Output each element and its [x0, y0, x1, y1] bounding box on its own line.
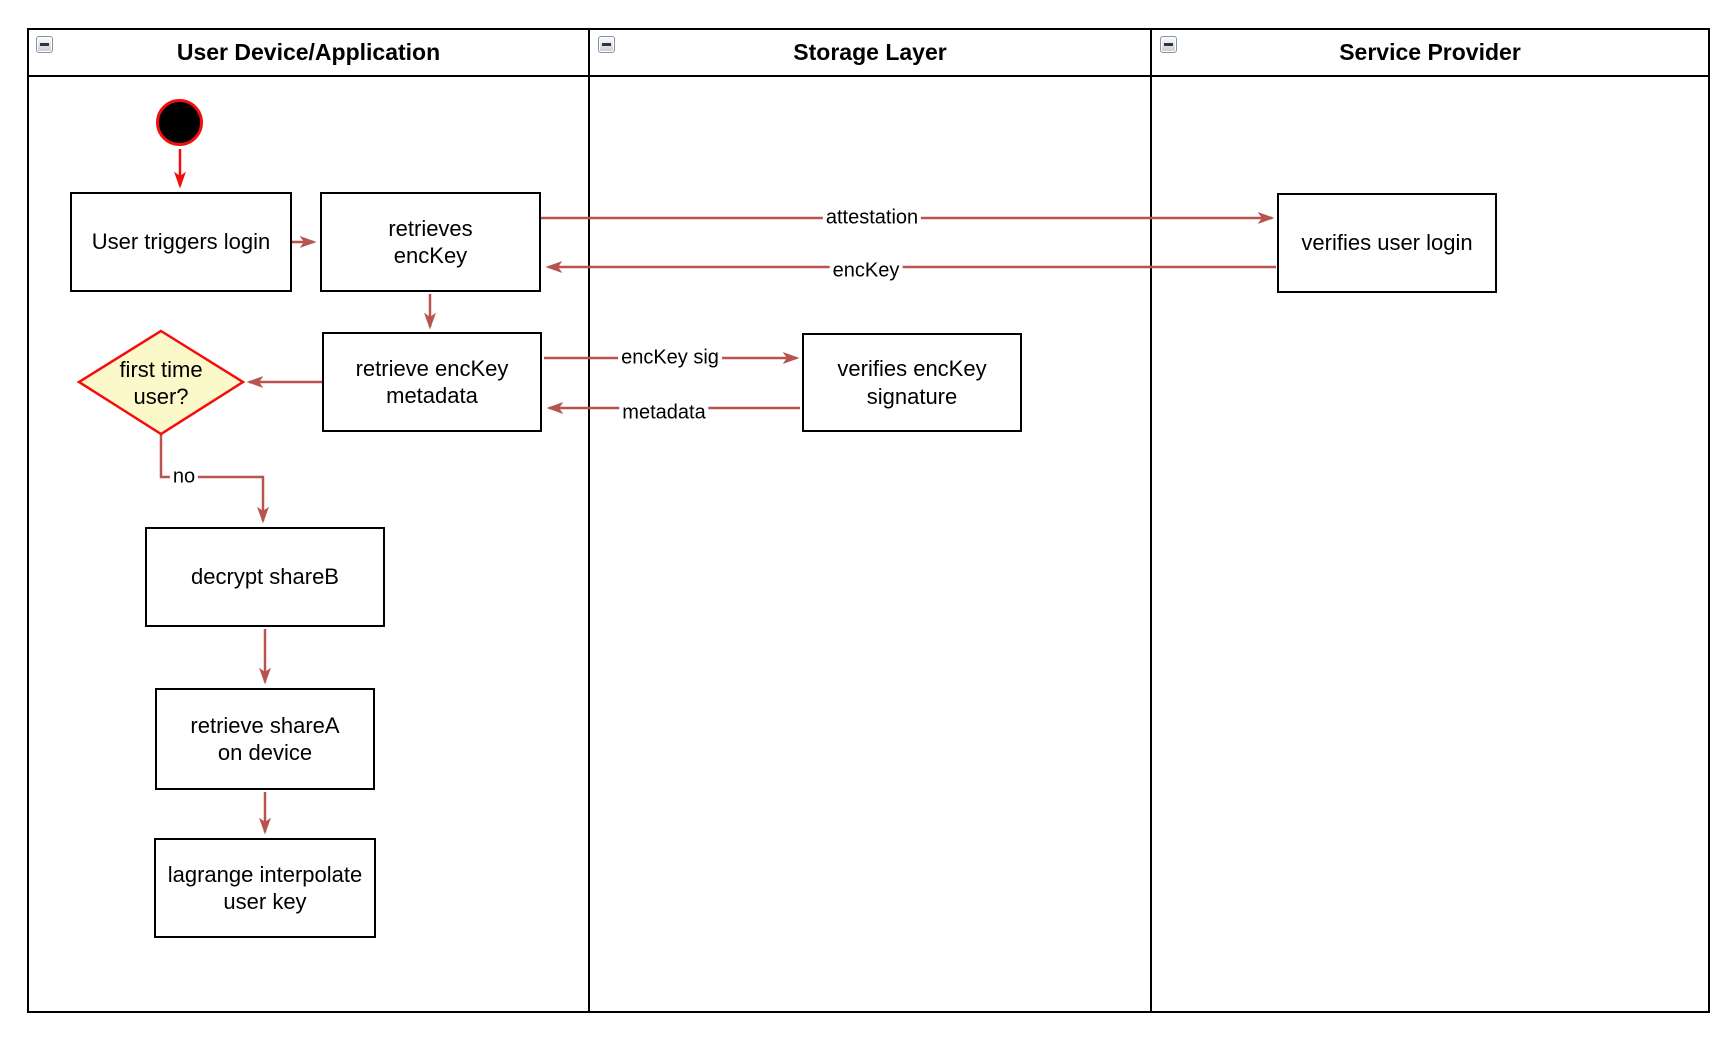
node-retrieve-enckey-metadata[interactable]: retrieve encKey metadata [322, 332, 542, 432]
edge-label-enckey: encKey [829, 259, 903, 283]
lane-title: User Device/Application [176, 39, 441, 65]
node-lagrange-interpolate-user-key[interactable]: lagrange interpolate user key [154, 838, 376, 938]
node-label: retrieve encKey metadata [355, 355, 509, 409]
edge-label-metadata: metadata [619, 401, 709, 425]
edge-no-branch [159, 434, 263, 521]
node-verifies-enckey-signature[interactable]: verifies encKey signature [802, 333, 1022, 432]
lane-title: Service Provider [1339, 39, 1521, 65]
node-retrieve-sharea-on-device[interactable]: retrieve shareA on device [155, 688, 375, 790]
node-label: first time user? [119, 356, 203, 410]
lane-divider [1150, 30, 1152, 1011]
lane-divider [588, 30, 590, 1011]
node-decrypt-shareb[interactable]: decrypt shareB [145, 527, 385, 627]
node-label: verifies encKey signature [837, 356, 987, 409]
swimlane-pool: User Device/Application Storage Layer Se… [27, 28, 1710, 1013]
lane-header-storage-layer: Storage Layer [590, 30, 1150, 75]
lane-title: Storage Layer [793, 39, 947, 65]
lane-header-service-provider: Service Provider [1152, 30, 1708, 75]
edge-label-enckey-sig: encKey sig [618, 346, 722, 370]
node-label: decrypt shareB [191, 564, 339, 590]
collapse-lane-button[interactable] [1160, 36, 1177, 53]
collapse-lane-button[interactable] [598, 36, 615, 53]
collapse-lane-button[interactable] [36, 36, 53, 53]
edge-label-no: no [169, 465, 199, 489]
node-retrieves-enckey[interactable]: retrieves encKey [320, 192, 541, 292]
node-label: lagrange interpolate user key [167, 861, 363, 915]
node-label: retrieves encKey [388, 215, 473, 269]
node-user-triggers-login[interactable]: User triggers login [70, 192, 292, 292]
node-verifies-user-login[interactable]: verifies user login [1277, 193, 1497, 293]
decision-label-first-time-user: first time user? [96, 344, 226, 422]
node-label: User triggers login [91, 229, 271, 255]
minus-icon [1164, 43, 1173, 46]
initial-state-node[interactable] [156, 99, 203, 146]
edge-label-attestation: attestation [822, 206, 922, 230]
decision-diamond-first-time-user[interactable] [76, 329, 246, 436]
node-label: verifies user login [1301, 230, 1473, 256]
minus-icon [40, 43, 49, 46]
lane-header-user-device: User Device/Application [29, 30, 588, 75]
minus-icon [602, 43, 611, 46]
node-label: retrieve shareA on device [190, 712, 340, 766]
header-divider [29, 75, 1708, 77]
